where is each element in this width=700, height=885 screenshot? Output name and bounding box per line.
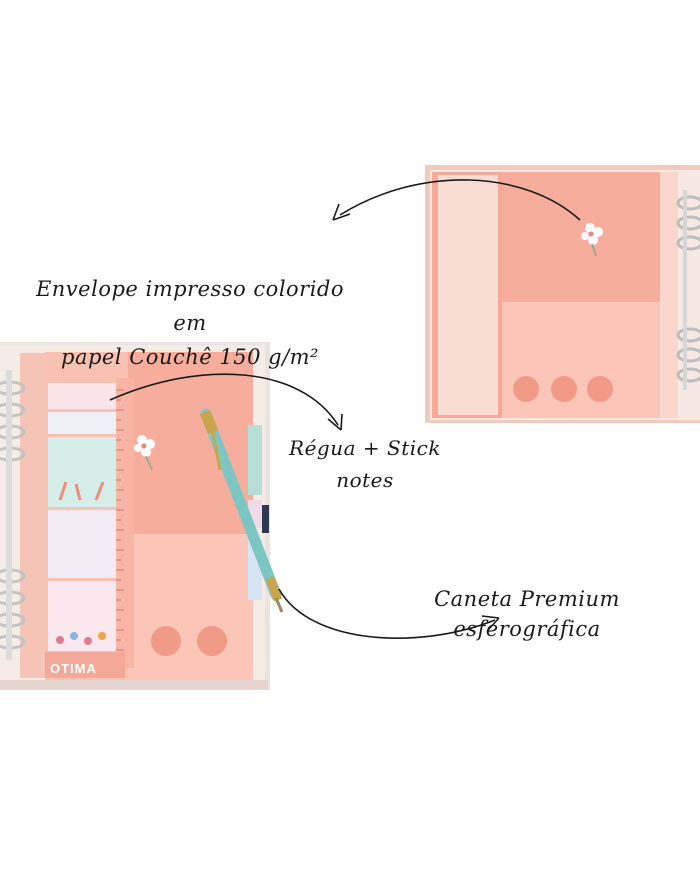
binder-rings (676, 195, 700, 383)
envelope-annotation-line2: papel Couchê 150 g/m² (61, 345, 319, 369)
flower-icon (581, 223, 603, 257)
punch-hole (551, 376, 577, 402)
flower-icon (134, 435, 155, 471)
arrow-regua (109, 373, 339, 426)
pen (199, 408, 284, 613)
ruler (116, 378, 134, 668)
envelope-annotation: Envelope impresso colorido em papel Couc… (20, 272, 360, 374)
annotation-arrows (109, 179, 581, 639)
bottom-planner (0, 342, 284, 690)
arrowhead (327, 413, 343, 431)
sticky-notes (48, 383, 118, 651)
caneta-annotation: Caneta Premium esferográfica (434, 587, 620, 641)
punch-hole (513, 376, 539, 402)
brand-logo: OTIMA (50, 661, 97, 676)
elastic-strap (262, 505, 269, 533)
arrowhead (332, 203, 351, 221)
arrowhead (481, 615, 500, 631)
arrow-caneta (278, 588, 496, 639)
arrow-envelope (339, 179, 581, 221)
punch-hole (151, 626, 181, 656)
punch-hole (587, 376, 613, 402)
regua-annotation-line1: Régua + Stick (289, 436, 441, 460)
regua-annotation: Régua + Stick notes (285, 432, 445, 496)
regua-annotation-line2: notes (336, 468, 394, 492)
punch-hole (197, 626, 227, 656)
envelope-annotation-line1: Envelope impresso colorido em (35, 277, 345, 335)
top-planner (425, 165, 700, 423)
